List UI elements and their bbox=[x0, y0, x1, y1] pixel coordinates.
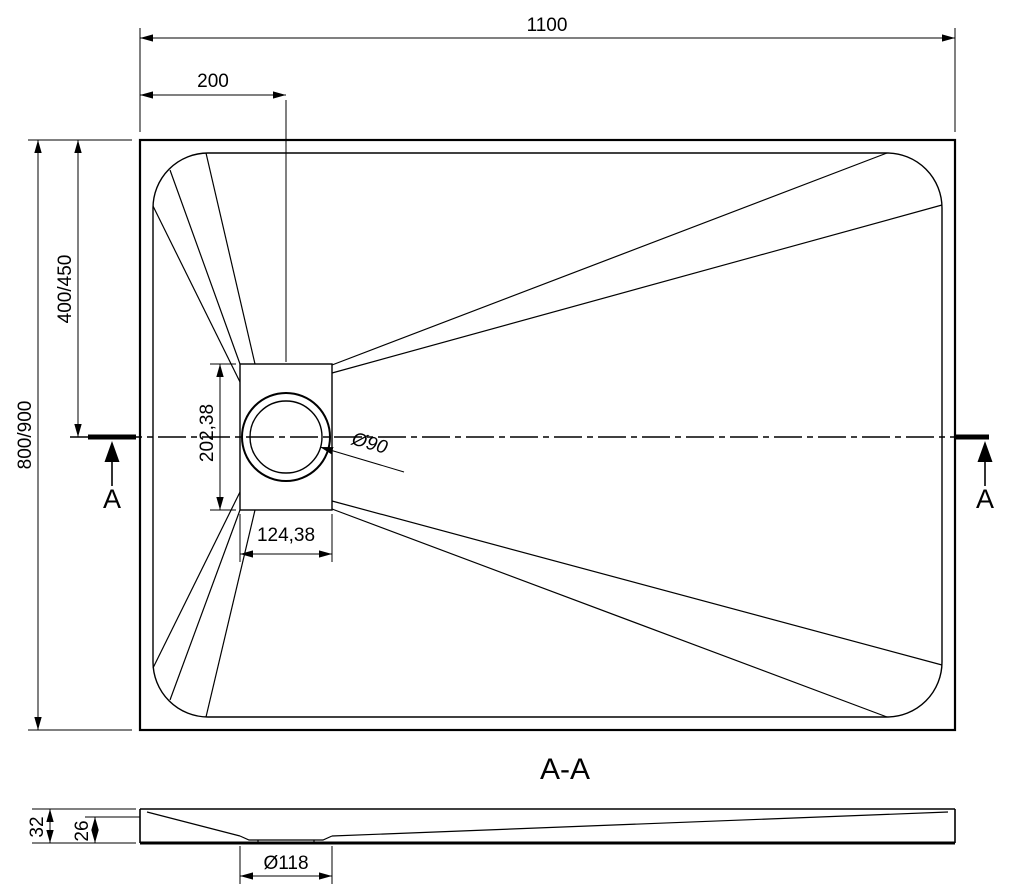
drain-outer-circle bbox=[241, 392, 331, 482]
drain-plate-height-dimension-label: 202,38 bbox=[197, 404, 218, 462]
drain-diameter-leader bbox=[319, 446, 405, 473]
dimension-drain-plate-width bbox=[239, 514, 333, 562]
drain-plate-width-dimension-label: 124,38 bbox=[257, 525, 315, 546]
dimension-drain-offset bbox=[140, 91, 287, 362]
overall-depth-dimension-label: 800/900 bbox=[15, 401, 36, 470]
dimension-total-height bbox=[32, 808, 136, 844]
drain-recess-profile bbox=[239, 835, 333, 841]
tray-inner-edge bbox=[152, 152, 943, 718]
top-view bbox=[28, 28, 993, 732]
slope-lines bbox=[152, 152, 943, 718]
dimension-overall-width bbox=[139, 28, 956, 132]
drain-offset-dimension-label: 200 bbox=[197, 71, 229, 92]
section-title: A-A bbox=[540, 753, 590, 786]
dimension-waste-hole bbox=[239, 846, 333, 884]
section-arrowhead-left bbox=[104, 441, 120, 462]
section-arrow-right bbox=[977, 441, 993, 486]
dimension-drain-plate-height bbox=[210, 363, 236, 511]
tray-outer-edge bbox=[138, 138, 957, 732]
drain-diameter-label: Ø90 bbox=[348, 428, 390, 458]
section-profile bbox=[139, 808, 956, 845]
section-view bbox=[32, 808, 956, 884]
top-view-labels: 1100 200 800/900 400/450 202,38 124,38 Ø… bbox=[15, 15, 994, 546]
waste-hole-diameter-label: Ø118 bbox=[263, 853, 308, 874]
drain-center-offset-dimension-label: 400/450 bbox=[55, 255, 76, 324]
section-arrow-left bbox=[104, 441, 120, 486]
edge-height-dimension-label: 26 bbox=[72, 820, 93, 841]
section-arrowhead-right bbox=[977, 441, 993, 462]
overall-width-dimension-label: 1100 bbox=[527, 15, 568, 36]
total-height-dimension-label: 32 bbox=[27, 816, 48, 837]
section-marker-right-label: A bbox=[976, 484, 994, 514]
dimension-edge-height bbox=[85, 816, 140, 843]
section-marker-left-label: A bbox=[103, 484, 121, 514]
section-view-labels: 32 26 Ø118 bbox=[27, 816, 309, 874]
